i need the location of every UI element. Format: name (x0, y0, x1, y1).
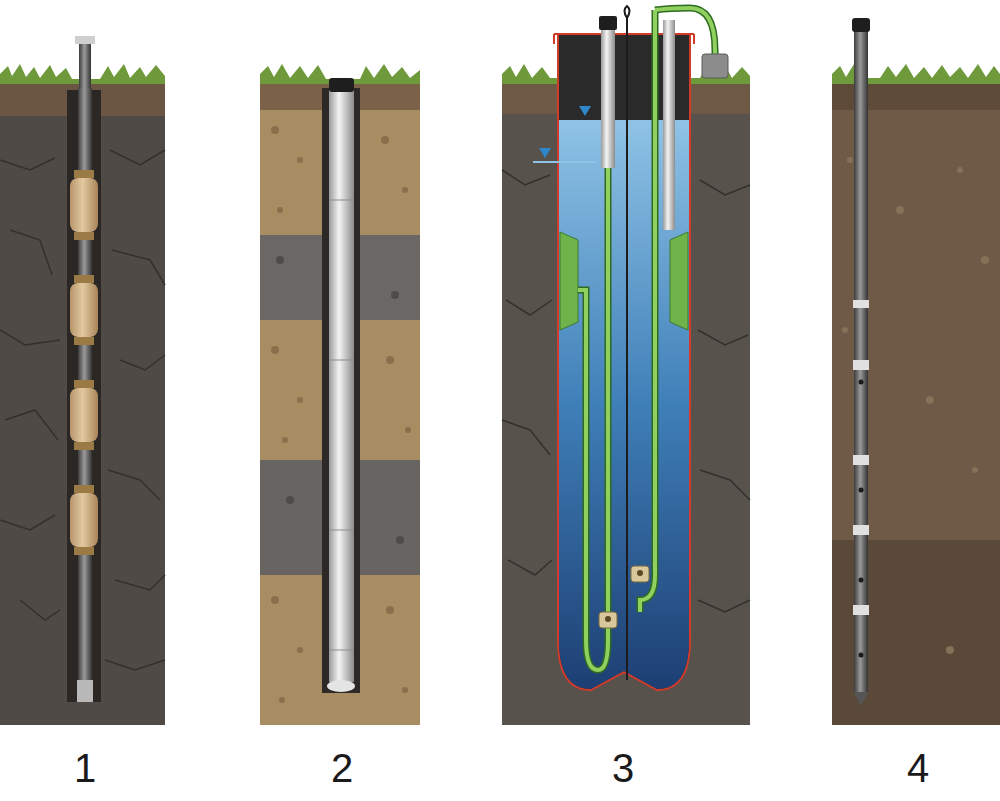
panel-number: 4 (907, 748, 929, 788)
monitoring-pipe (663, 20, 675, 230)
panel-number: 1 (74, 748, 96, 788)
water-level-mark (579, 106, 591, 116)
access-tube (601, 18, 615, 168)
borehole (322, 88, 360, 693)
drive-tip (854, 692, 868, 706)
liner-pipe (329, 90, 354, 682)
water-level-mark (539, 148, 551, 158)
borehole-panel-four (832, 18, 1000, 725)
pipe-cap (329, 78, 354, 92)
pipe-joints (329, 200, 354, 650)
borehole-panel-one (0, 36, 165, 725)
water-level-line (533, 161, 596, 163)
borehole-panel-three (502, 6, 750, 725)
tube-cap (599, 16, 617, 30)
rod-couplings (853, 300, 869, 615)
drive-rod (854, 30, 868, 692)
surface-container (702, 54, 728, 78)
tether (625, 6, 630, 680)
rod-cap (852, 18, 870, 32)
borehole-panel-two (260, 64, 420, 725)
rod-ports (859, 380, 864, 658)
gravel-ground (260, 80, 420, 725)
wellhead (79, 40, 91, 90)
sampling-tubes (578, 8, 715, 670)
wellhead-cap (75, 36, 95, 44)
panel-number: 3 (612, 748, 634, 788)
rock-ground (0, 80, 165, 725)
packers (70, 178, 98, 547)
packer-collars (74, 170, 94, 555)
packer-left (560, 232, 578, 330)
pipe-end (77, 680, 93, 702)
panel-number: 2 (331, 748, 353, 788)
packer-right (670, 232, 688, 330)
sampling-valves (599, 566, 649, 628)
pipe-end (327, 680, 355, 692)
sampling-tubes-highlight (578, 8, 715, 670)
